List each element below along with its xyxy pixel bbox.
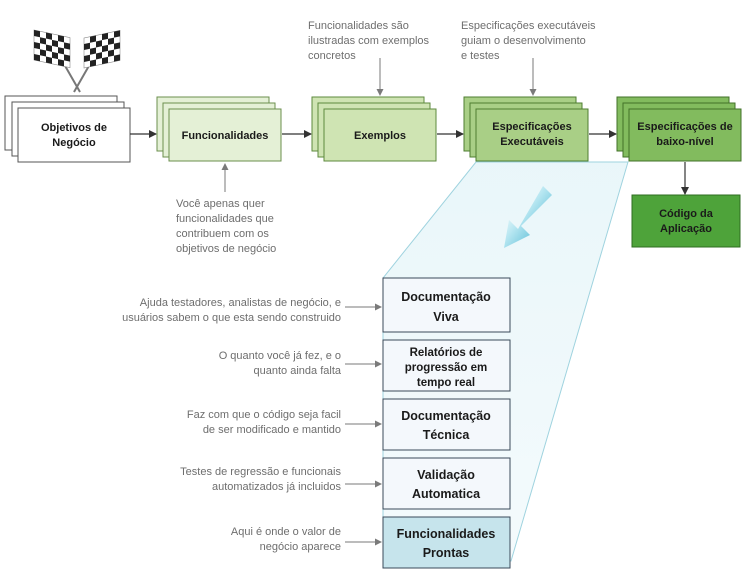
result-1-label-2: Viva — [433, 310, 460, 324]
result-5-label-1: Funcionalidades — [397, 527, 496, 541]
result-2-note-line-2: quanto ainda falta — [254, 365, 342, 377]
result-note-3: Faz com que o código seja facil de ser m… — [187, 409, 382, 436]
stage-objetivos: Objetivos de Negócio — [4, 95, 131, 163]
objetivos-label-2: Negócio — [52, 137, 96, 149]
result-3-label-1: Documentação — [401, 409, 491, 423]
big-down-arrow-icon — [504, 186, 552, 248]
note-exemplos-line-1: Funcionalidades são — [308, 20, 409, 32]
result-note-2: O quanto você já fez, e o quanto ainda f… — [219, 350, 382, 377]
result-1-note-line-2: usuários sabem o que esta sendo construi… — [122, 312, 341, 324]
especificacoes-exec-label-1: Especificações — [492, 121, 572, 133]
codigo-label-2: Aplicação — [660, 223, 712, 235]
especificacoes-baixo-label-2: baixo-nível — [656, 136, 713, 148]
exemplos-label: Exemplos — [354, 130, 406, 142]
stage-codigo-aplicacao: Código da Aplicação — [631, 194, 741, 248]
result-note-4: Testes de regressão e funcionais automat… — [180, 466, 382, 493]
result-note-5: Aqui é onde o valor de negócio aparece — [231, 526, 382, 553]
funcionalidades-label: Funcionalidades — [182, 130, 269, 142]
result-documentacao-viva: Documentação Viva — [382, 277, 511, 333]
result-2-label-2: progressão em — [405, 362, 487, 374]
especificacoes-exec-label-2: Executáveis — [500, 136, 564, 148]
result-note-1: Ajuda testadores, analistas de negócio, … — [122, 297, 382, 324]
result-1-note-line-1: Ajuda testadores, analistas de negócio, … — [140, 297, 341, 309]
objetivos-label-1: Objetivos de — [41, 122, 107, 134]
note-exemplos: Funcionalidades são ilustradas com exemp… — [308, 20, 430, 62]
result-3-note-line-2: de ser modificado e mantido — [203, 424, 341, 436]
result-funcionalidades-prontas: Funcionalidades Prontas — [382, 516, 511, 569]
stage-especificacoes-executaveis: Especificações Executáveis — [463, 96, 589, 162]
result-2-label-3: tempo real — [417, 377, 475, 389]
result-documentacao-tecnica: Documentação Técnica — [382, 398, 511, 451]
result-3-label-2: Técnica — [423, 428, 471, 442]
note-funcionalidades: Você apenas quer funcionalidades que con… — [176, 198, 276, 255]
result-3-note-line-1: Faz com que o código seja facil — [187, 409, 341, 421]
note-funcionalidades-line-2: funcionalidades que — [176, 213, 274, 225]
result-5-note-line-2: negócio aparece — [260, 541, 341, 553]
note-especificacoes: Especificações executáveis guiam o desen… — [461, 20, 596, 62]
result-5-note-line-1: Aqui é onde o valor de — [231, 526, 341, 538]
result-1-label-1: Documentação — [401, 290, 491, 304]
stage-especificacoes-baixo-nivel: Especificações de baixo-nível — [616, 96, 742, 162]
result-4-label-2: Automatica — [412, 487, 481, 501]
checkered-flags-icon — [33, 29, 121, 93]
note-funcionalidades-line-3: contribuem com os — [176, 228, 269, 240]
result-2-note-line-1: O quanto você já fez, e o — [219, 350, 341, 362]
result-relatorios-progressao: Relatórios de progressão em tempo real — [382, 339, 511, 392]
especificacoes-baixo-label-1: Especificações de — [637, 121, 732, 133]
stage-funcionalidades: Funcionalidades — [156, 96, 282, 162]
result-5-label-2: Prontas — [423, 546, 470, 560]
note-exemplos-line-2: ilustradas com exemplos — [308, 35, 430, 47]
note-especificacoes-line-1: Especificações executáveis — [461, 20, 596, 32]
note-funcionalidades-line-1: Você apenas quer — [176, 198, 265, 210]
result-4-note-line-1: Testes de regressão e funcionais — [180, 466, 341, 478]
codigo-label-1: Código da — [659, 208, 714, 220]
result-validacao-automatica: Validação Automatica — [382, 457, 511, 510]
result-4-note-line-2: automatizados já incluidos — [212, 481, 342, 493]
note-exemplos-line-3: concretos — [308, 50, 356, 62]
result-4-label-1: Validação — [417, 468, 475, 482]
result-2-label-1: Relatórios de — [410, 347, 483, 359]
stage-exemplos: Exemplos — [311, 96, 437, 162]
note-especificacoes-line-2: guiam o desenvolvimento — [461, 35, 586, 47]
note-funcionalidades-line-4: objetivos de negócio — [176, 243, 276, 255]
note-especificacoes-line-3: e testes — [461, 50, 500, 62]
